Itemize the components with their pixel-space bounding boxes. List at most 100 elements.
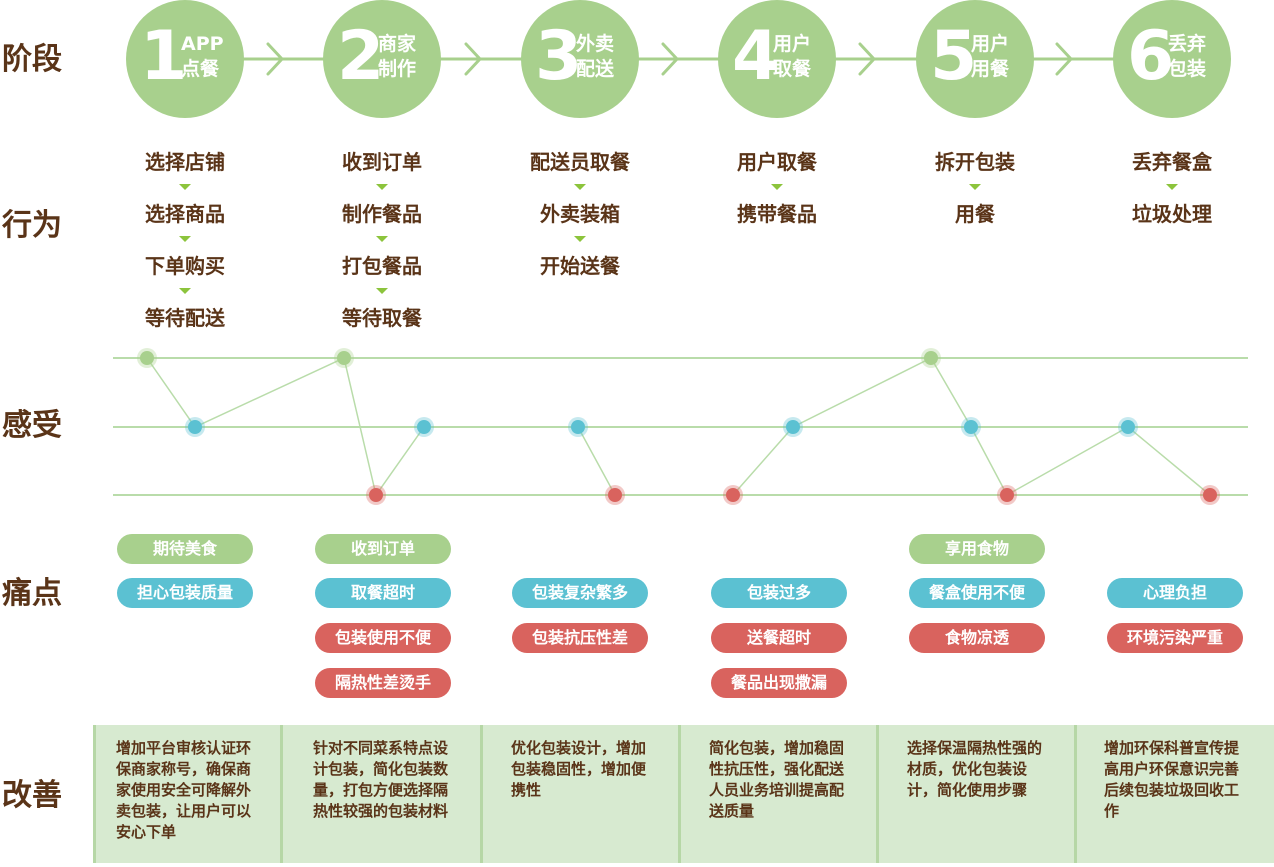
stage-name: 丢弃 包装 [1168,33,1207,80]
pain-pill: 担心包装质量 [117,578,253,608]
stage-number: 5 [930,17,978,96]
stage-number: 1 [140,17,188,96]
stage-number: 3 [535,17,583,96]
feeling-point-mid [1121,420,1135,434]
pain-pill: 餐盒使用不便 [909,578,1045,608]
stage-1: 1 APP 点餐 [126,0,244,118]
feeling-point-mid [964,420,978,434]
action-item: 下单购买 [145,254,225,278]
improvement-divider [93,725,96,863]
feeling-point-mid [417,420,431,434]
action-item: 配送员取餐 [530,150,630,174]
row-label-pain: 痛点 [2,576,62,611]
improvement-text: 选择保温隔热性强的材质，优化包装设计，简化使用步骤 [907,739,1043,799]
pain-pill: 期待美食 [117,534,253,564]
action-item: 用餐 [955,202,995,226]
action-arrow-icon [574,184,586,190]
action-arrow-icon [376,184,388,190]
row-label-feeling: 感受 [2,408,62,443]
feeling-path [146,356,1211,497]
action-arrow-icon [179,236,191,242]
action-item: 拆开包装 [935,150,1015,174]
action-arrow-icon [376,236,388,242]
connector-chevron-icon [1055,42,1073,76]
action-item: 用户取餐 [737,150,817,174]
connector-chevron-icon [266,42,284,76]
feeling-point-mid [786,420,800,434]
improvement-divider [480,725,483,863]
action-arrow-icon [574,236,586,242]
improvement-divider [280,725,283,863]
feeling-point-good [337,351,351,365]
pain-pill: 餐品出现撒漏 [711,668,847,698]
improvement-divider [1074,725,1077,863]
feeling-point-good [140,351,154,365]
pain-pill: 享用食物 [909,534,1045,564]
improvement-text: 增加平台审核认证环保商家称号，确保商家使用安全可降解外卖包装，让用户可以安心下单 [116,739,252,841]
action-item: 等待取餐 [342,306,422,330]
feeling-point-good [924,351,938,365]
stage-connectors [241,42,1116,76]
improvement-text: 优化包装设计，增加包装稳固性，增加便携性 [511,739,647,799]
stage-name: 外卖 配送 [576,33,615,80]
feeling-point-bad [726,488,740,502]
pain-pill: 环境污染严重 [1107,623,1243,653]
action-arrow-icon [969,184,981,190]
pain-pill: 心理负担 [1107,578,1243,608]
pain-pill: 收到订单 [315,534,451,564]
improvement-text: 针对不同菜系特点设计包装，简化包装数量，打包方便选择隔热性较强的包装材料 [313,739,449,820]
action-arrow-icon [179,184,191,190]
row-label-improve: 改善 [2,778,62,813]
pain-pill: 取餐超时 [315,578,451,608]
action-item: 开始送餐 [540,254,620,278]
pain-pill: 送餐超时 [711,623,847,653]
improvement-text: 简化包装，增加稳固性抗压性，强化配送人员业务培训提高配送质量 [709,739,845,820]
action-item: 选择店铺 [145,150,225,174]
action-item: 选择商品 [145,202,225,226]
pain-pill: 包装复杂繁多 [512,578,648,608]
action-arrow-icon [376,288,388,294]
action-item: 外卖装箱 [540,202,620,226]
action-item: 丢弃餐盒 [1132,150,1212,174]
feeling-point-mid [188,420,202,434]
action-arrow-icon [771,184,783,190]
stage-name: 用户 取餐 [773,33,812,80]
stage-name: 商家 制作 [378,33,417,80]
feeling-point-mid [571,420,585,434]
stage-number: 6 [1127,17,1175,96]
action-item: 携带餐品 [737,202,817,226]
feeling-point-bad [1000,488,1014,502]
action-arrow-icon [1166,184,1178,190]
stage-number: 2 [337,17,385,96]
feeling-point-bad [1203,488,1217,502]
feeling-point-bad [369,488,383,502]
pain-pill: 包装过多 [711,578,847,608]
row-label-stage: 阶段 [2,42,62,77]
stage-name: APP 点餐 [181,33,224,80]
feeling-point-bad [608,488,622,502]
pain-pill: 包装使用不便 [315,623,451,653]
stage-5: 5 用户 用餐 [916,0,1034,118]
action-arrow-icon [179,288,191,294]
action-item: 收到订单 [342,150,422,174]
stage-number: 4 [732,17,780,96]
improvement-text: 增加环保科普宣传提高用户环保意识完善后续包装垃圾回收工作 [1104,739,1240,820]
stage-name: 用户 用餐 [971,33,1010,80]
stage-4: 4 用户 取餐 [718,0,836,118]
action-item: 等待配送 [145,306,225,330]
improvement-divider [876,725,879,863]
action-item: 打包餐品 [342,254,422,278]
pain-pill: 食物凉透 [909,623,1045,653]
action-item: 垃圾处理 [1132,202,1212,226]
pain-pill: 隔热性差烫手 [315,668,451,698]
row-label-action: 行为 [2,208,62,243]
action-item: 制作餐品 [342,202,422,226]
pain-pill: 包装抗压性差 [512,623,648,653]
improvement-divider [678,725,681,863]
improvement-panel [93,725,1274,863]
connector-chevron-icon [661,42,679,76]
stage-6: 6 丢弃 包装 [1113,0,1231,118]
connector-chevron-icon [464,42,482,76]
stage-2: 2 商家 制作 [323,0,441,118]
